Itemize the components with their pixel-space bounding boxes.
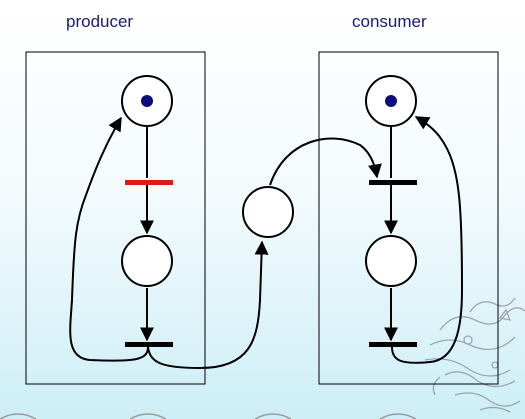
place-ready-to-remove	[365, 235, 417, 287]
transition-consume	[369, 342, 417, 347]
arc-deliver-to-buffer	[147, 240, 269, 370]
transition-remove	[369, 180, 417, 185]
transition-deliver	[125, 342, 173, 347]
producer-box	[25, 51, 206, 385]
consumer-box	[318, 51, 499, 385]
producer-title: producer	[66, 12, 134, 31]
bottom-partial-shapes	[0, 413, 417, 419]
transition-produce-enabled	[125, 180, 173, 185]
consumer-title: consumer	[352, 12, 427, 31]
token	[385, 95, 397, 107]
arc-consume-to-c1	[391, 116, 464, 364]
token	[141, 95, 153, 107]
dragon-watermark-icon	[424, 297, 525, 413]
arc-buffer-to-remove	[269, 137, 382, 186]
place-buffer	[242, 186, 294, 238]
place-ready-to-deliver	[121, 235, 173, 287]
arc-deliver-to-p1	[69, 116, 149, 362]
